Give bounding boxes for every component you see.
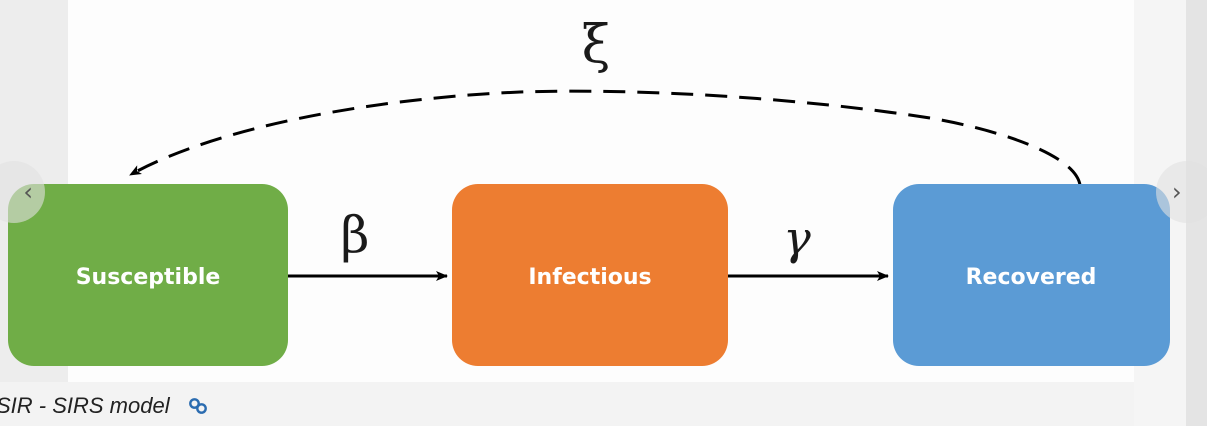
- edge-recovered-to-susceptible: [129, 89, 1082, 186]
- chevron-right-icon[interactable]: ›: [1156, 161, 1207, 223]
- edge-label-xi: ξ: [582, 15, 611, 75]
- figure-caption: SIR - SIRS model: [0, 393, 208, 419]
- node-label-susceptible: Susceptible: [76, 265, 221, 290]
- link-icon[interactable]: [188, 396, 208, 416]
- node-infectious: [452, 184, 728, 366]
- edge-label-gamma: γ: [783, 211, 811, 265]
- node-recovered: [893, 184, 1170, 366]
- node-susceptible: [8, 184, 288, 366]
- caption-text: SIR - SIRS model: [0, 393, 170, 418]
- edge-label-beta: β: [341, 206, 370, 264]
- node-label-recovered: Recovered: [966, 265, 1097, 290]
- node-label-infectious: Infectious: [528, 265, 651, 290]
